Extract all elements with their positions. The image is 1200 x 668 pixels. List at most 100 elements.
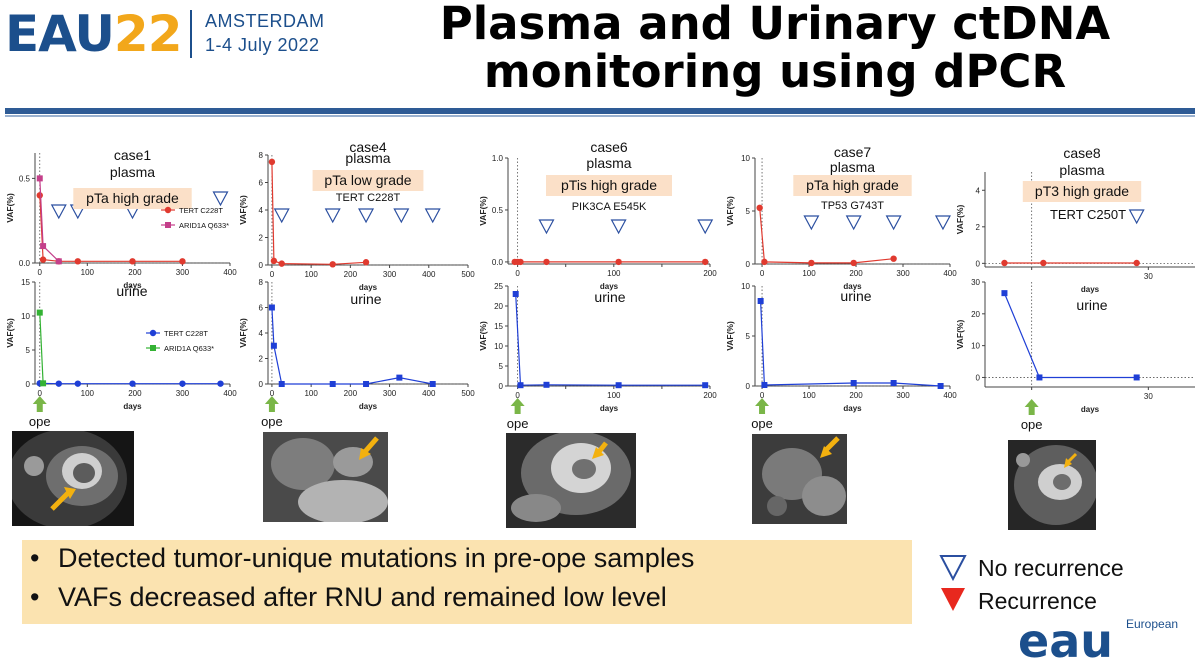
x-axis-label: days: [359, 402, 378, 411]
surgery-label: ope: [29, 414, 51, 429]
data-point-circle: [129, 258, 135, 264]
y-tick-label: 0.5: [19, 174, 31, 183]
legend-marker-circle: [150, 330, 156, 336]
data-point-square: [279, 381, 285, 387]
y-tick-label: 0.0: [19, 259, 31, 268]
x-axis-label: days: [1081, 405, 1100, 414]
y-tick-label: 8: [259, 278, 264, 287]
data-point-circle: [850, 260, 856, 266]
x-tick-label: 100: [81, 389, 95, 398]
y-axis-label: VAF(%): [5, 193, 15, 223]
grade-label: pTa high grade: [86, 190, 179, 206]
x-tick-label: 200: [128, 268, 142, 277]
y-tick-label: 20: [494, 302, 503, 311]
y-tick-label: 6: [259, 304, 264, 313]
grade-label: pTis high grade: [561, 177, 657, 193]
y-tick-label: 10: [494, 342, 503, 351]
data-point-square: [37, 310, 43, 316]
y-tick-label: 0: [746, 260, 751, 269]
y-tick-label: 5: [746, 332, 751, 341]
data-point-square: [1001, 290, 1007, 296]
data-point-circle: [1040, 260, 1046, 266]
case-label: case8: [1063, 145, 1101, 161]
y-axis-label: VAF(%): [725, 321, 735, 351]
y-axis-label: VAF(%): [5, 318, 15, 348]
bullet-text: VAFs decreased after RNU and remained lo…: [58, 582, 667, 612]
bullet-marker: •: [30, 543, 58, 574]
y-tick-label: 15: [494, 322, 503, 331]
x-tick-label: 400: [223, 389, 237, 398]
no-recurrence-triangle-icon: [698, 220, 712, 233]
x-tick-label: 100: [802, 269, 816, 278]
y-axis-label: VAF(%): [478, 321, 488, 351]
surgery-label: ope: [1021, 417, 1043, 432]
y-tick-label: 4: [259, 329, 264, 338]
y-tick-label: 4: [976, 186, 981, 195]
data-point-square: [363, 381, 369, 387]
summary-bullet-1: •Detected tumor-unique mutations in pre-…: [30, 543, 694, 574]
no-recurrence-triangle-icon: [941, 556, 965, 579]
no-recurrence-triangle-icon: [52, 205, 66, 218]
y-tick-label: 8: [259, 151, 264, 160]
y-tick-label: 10: [21, 312, 30, 321]
x-tick-label: 300: [176, 268, 190, 277]
legend-marker-square: [150, 345, 156, 351]
no-recurrence-triangle-icon: [326, 209, 340, 222]
no-recurrence-triangle-icon: [1130, 210, 1144, 223]
data-point-circle: [756, 205, 762, 211]
legend-marker-circle: [165, 207, 171, 213]
series-line: [760, 208, 894, 263]
x-tick-label: 200: [703, 391, 717, 400]
series-line: [1004, 293, 1136, 377]
y-tick-label: 0.0: [492, 258, 504, 267]
x-tick-label: 100: [607, 269, 621, 278]
data-point-square: [1036, 374, 1042, 380]
no-recurrence-triangle-icon: [612, 220, 626, 233]
sample-label: plasma: [110, 164, 155, 180]
y-tick-label: 0: [746, 382, 751, 391]
recurrence-triangle-icon: [941, 588, 965, 611]
no-recurrence-triangle-icon: [539, 220, 553, 233]
x-axis-label: days: [123, 402, 142, 411]
y-tick-label: 2: [259, 355, 264, 364]
surgery-arrow-icon: [33, 396, 47, 412]
sample-label: plasma: [586, 155, 631, 171]
sample-label: plasma: [345, 150, 390, 166]
x-axis-label: days: [1081, 285, 1100, 294]
eau-footer-logo: eau: [1018, 618, 1113, 664]
surgery-arrow-icon: [511, 398, 525, 414]
sample-label: urine: [840, 288, 871, 304]
grade-label: pTa high grade: [806, 177, 899, 193]
data-point-circle: [269, 159, 275, 165]
data-point-square: [40, 380, 46, 386]
y-tick-label: 20: [971, 310, 980, 319]
x-tick-label: 0: [760, 269, 765, 278]
x-tick-label: 500: [461, 389, 475, 398]
surgery-label: ope: [507, 416, 529, 431]
data-point-square: [269, 305, 275, 311]
x-tick-label: 400: [422, 270, 436, 279]
no-recurrence-triangle-icon: [887, 216, 901, 229]
data-point-square: [271, 343, 277, 349]
ct-image-case6: [506, 433, 636, 528]
y-tick-label: 0: [976, 259, 981, 268]
x-axis-label: days: [600, 404, 619, 413]
no-recurrence-triangle-icon: [426, 209, 440, 222]
y-tick-label: 0: [259, 261, 264, 270]
y-tick-label: 25: [494, 282, 503, 291]
data-point-circle: [179, 380, 185, 386]
x-tick-label: 100: [81, 268, 95, 277]
y-tick-label: 6: [259, 179, 264, 188]
y-tick-label: 5: [26, 346, 31, 355]
y-tick-label: 0: [26, 380, 31, 389]
mutation-label: TERT C228T: [336, 192, 401, 204]
y-axis-label: VAF(%): [238, 318, 248, 348]
data-point-square: [891, 380, 897, 386]
summary-bullet-2: •VAFs decreased after RNU and remained l…: [30, 582, 667, 613]
data-point-circle: [890, 256, 896, 262]
sample-label: plasma: [1059, 162, 1104, 178]
x-tick-label: 500: [461, 270, 475, 279]
data-point-square: [758, 298, 764, 304]
data-point-circle: [1133, 260, 1139, 266]
grade-label: pTa low grade: [324, 172, 411, 188]
